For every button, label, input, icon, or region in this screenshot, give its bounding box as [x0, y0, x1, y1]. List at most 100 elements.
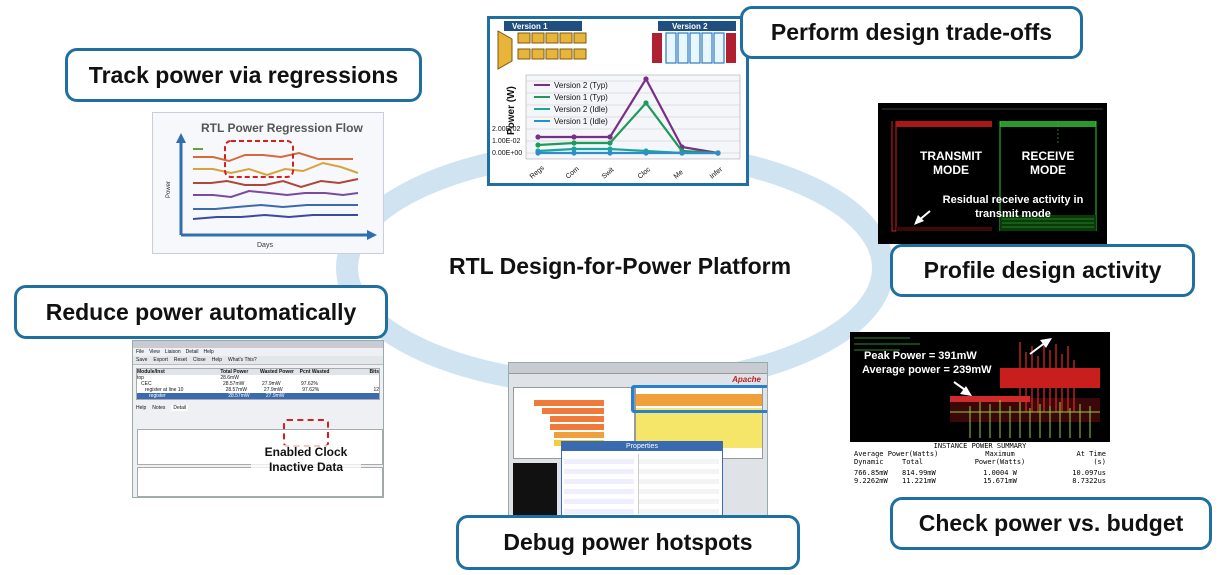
- col-module: Module/Inst: [137, 369, 165, 375]
- tradeoff-legend: Version 2 (Typ)Version 1 (Typ)Version 2 …: [534, 81, 608, 126]
- reset-button[interactable]: Reset: [173, 357, 187, 363]
- summary-cell: 10.097us: [1072, 469, 1106, 477]
- tradeoff-xticks: Regs Com Swit Cloc Me Infer: [529, 164, 725, 180]
- regression-xlabel: Days: [257, 242, 273, 249]
- y-tick-label: 1.00E-02: [492, 138, 521, 145]
- series-point: [643, 150, 649, 156]
- summary-header-avg: Average Power(Watts): [854, 450, 939, 458]
- save-button[interactable]: Save: [136, 357, 148, 363]
- close-button[interactable]: Close: [192, 357, 206, 363]
- properties-title: Properties: [562, 442, 722, 451]
- x-tick-label: Infer: [709, 166, 725, 181]
- detail-tabs: Help Notes Detail: [133, 403, 383, 413]
- help-button[interactable]: Help: [211, 357, 223, 363]
- series-point: [535, 142, 541, 148]
- version2-label: Version 2: [672, 22, 708, 31]
- summary-header-power: Power(Watts): [974, 458, 1026, 466]
- hotspot-debug-panel: Apache Properties: [508, 362, 768, 518]
- properties-window[interactable]: Properties: [561, 441, 723, 517]
- annotation-line2: Inactive Data: [268, 460, 344, 474]
- x-tick-label: Me: [673, 169, 685, 181]
- reduce-power-label: Reduce power automatically: [14, 285, 388, 339]
- series-point: [607, 150, 613, 156]
- average-power-text: Average power = 239mW: [862, 364, 992, 376]
- track-power-label: Track power via regressions: [65, 48, 422, 102]
- power-table: Module/Inst Total Power Wasted Power Pcn…: [136, 368, 380, 400]
- y-tick-label: 0.00E+00: [492, 150, 522, 157]
- whats-this-button[interactable]: What's This?: [228, 357, 257, 363]
- x-tick-label: Swit: [601, 167, 616, 181]
- power-budget-panel: Peak Power = 391mW Average power = 239mW…: [850, 332, 1110, 502]
- series-point: [535, 134, 541, 140]
- tradeoff-ylabel: Power (W): [506, 86, 517, 135]
- instance-power-summary: INSTANCE POWER SUMMARY Average Power(Wat…: [850, 442, 1110, 502]
- residual-line1: Residual receive activity in: [942, 194, 1084, 206]
- regression-ylabel: Power: [166, 181, 172, 198]
- legend-label: Version 1 (Idle): [554, 117, 608, 126]
- summary-header-max: Maximum: [985, 450, 1015, 458]
- regression-title: RTL Power Regression Flow: [201, 121, 363, 135]
- tradeoff-series: [535, 76, 721, 156]
- enabled-clock-annotation: Enabled Clock Inactive Data: [251, 445, 361, 475]
- regression-flow-panel: RTL Power Regression Flow Days Power: [152, 112, 384, 254]
- series-line: [538, 76, 719, 155]
- col-total-power: Total Power: [220, 369, 249, 375]
- peak-power-text: Peak Power = 391mW: [864, 350, 977, 362]
- series-point: [643, 100, 649, 106]
- tab-help[interactable]: Help: [136, 405, 147, 411]
- menu-detail[interactable]: Detail: [185, 349, 199, 355]
- enabled-clock-highlight: [283, 419, 329, 447]
- x-tick-label: Regs: [529, 164, 546, 180]
- menu-file[interactable]: File: [136, 349, 145, 355]
- table-row[interactable]: top 28.6mW: [137, 375, 239, 381]
- receive-mode-line2: MODE: [1030, 163, 1066, 177]
- series-point: [643, 76, 649, 82]
- platform-title: RTL Design-for-Power Platform: [448, 253, 792, 279]
- table-row-selected[interactable]: register 28.57mW 27.9mW: [137, 393, 379, 399]
- tradeoff-panel: Version 1 Version 2 Version 2 (Typ)Versi…: [487, 16, 749, 186]
- table-row[interactable]: register at line 10 28.57mW 27.9mW 97.62…: [145, 387, 379, 393]
- col-pcnt-wasted: Pcnt Wasted: [299, 369, 330, 375]
- tab-detail[interactable]: Detail: [171, 405, 189, 411]
- summary-title: INSTANCE POWER SUMMARY: [933, 442, 1027, 450]
- table-row[interactable]: CEC 28.57mW 27.9mW 97.62%: [141, 381, 318, 387]
- series-line: [537, 101, 719, 155]
- toolbar: Save Export Reset Close Help What's This…: [133, 356, 383, 365]
- summary-cell: 8.7322us: [1072, 477, 1106, 485]
- col-wasted-power: Wasted Power: [259, 369, 294, 375]
- y-tick-label: 2.00E-02: [492, 126, 521, 133]
- summary-cell: 814.99mW: [902, 469, 936, 477]
- summary-header-dynamic: Dynamic: [854, 458, 884, 466]
- series-point: [571, 150, 577, 156]
- series-point: [571, 134, 577, 140]
- residual-line2: transmit mode: [975, 208, 1051, 220]
- check-budget-label: Check power vs. budget: [890, 497, 1212, 550]
- version1-label: Version 1: [512, 22, 548, 31]
- transmit-mode-line1: TRANSMIT: [920, 149, 982, 163]
- menu-view[interactable]: View: [149, 349, 160, 355]
- summary-header-total: Total: [902, 458, 924, 466]
- tradeoffs-label: Perform design trade-offs: [740, 6, 1083, 59]
- menu-help[interactable]: Help: [203, 349, 214, 355]
- receive-mode-line1: RECEIVE: [1021, 149, 1075, 163]
- x-tick-label: Cloc: [637, 166, 653, 181]
- summary-cell: 1.0004 W: [983, 469, 1017, 477]
- x-tick-label: Com: [565, 166, 581, 181]
- summary-cell: 9.2262mW: [854, 477, 888, 485]
- export-button[interactable]: Export: [153, 357, 168, 363]
- menu-liaison[interactable]: Liaison: [164, 349, 181, 355]
- activity-waveform-panel: TRANSMIT MODE RECEIVE MODE Residual rece…: [878, 103, 1107, 244]
- summary-header-time: At Time: [1076, 450, 1106, 458]
- tradeoff-yticks: 0.00E+00 1.00E-02 2.00E-02: [492, 126, 522, 157]
- transmit-mode-line2: MODE: [933, 163, 969, 177]
- legend-label: Version 1 (Typ): [554, 93, 608, 102]
- annotation-line1: Enabled Clock: [264, 445, 348, 459]
- summary-cell: 766.85mW: [854, 469, 888, 477]
- debug-hotspots-label: Debug power hotspots: [456, 515, 800, 570]
- tab-notes[interactable]: Notes: [152, 405, 166, 411]
- series-point: [571, 146, 577, 152]
- summary-cell: 15.671mW: [983, 477, 1017, 485]
- apache-brand: Apache: [732, 375, 761, 384]
- col-bits: Bits: [369, 369, 379, 375]
- series-point: [571, 140, 577, 146]
